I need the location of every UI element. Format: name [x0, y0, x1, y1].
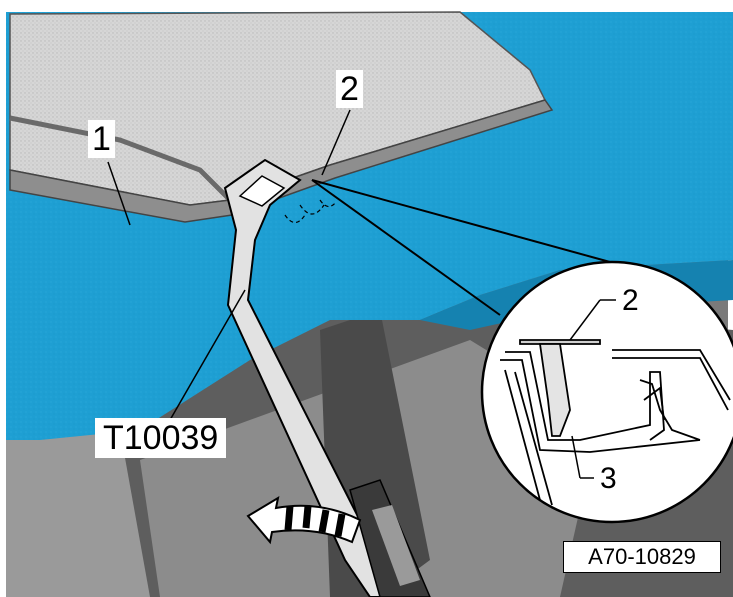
zoom-line-lower — [311, 179, 611, 263]
tool-label: T10039 — [95, 418, 227, 458]
clip-hidden-lines — [284, 199, 337, 224]
callout-detail-item-3: 3 — [600, 462, 617, 495]
leader-item-2 — [321, 109, 351, 176]
callout-item-2: 2 — [336, 70, 363, 108]
detail-view-cross-section — [500, 339, 731, 506]
tool-tip — [238, 175, 286, 207]
detail-view-circle — [480, 260, 733, 524]
callout-detail-item-2: 2 — [622, 284, 639, 317]
callout-item-1: 1 — [88, 120, 115, 158]
leader-item-1 — [107, 161, 131, 226]
leader-tool — [169, 289, 246, 421]
leader-detail-2 — [569, 299, 601, 341]
curved-arrow-left-icon — [246, 495, 362, 545]
leader-detail-3 — [571, 435, 581, 479]
interior-left-parts — [6, 430, 150, 597]
tool-handle-highlight — [372, 505, 420, 586]
reference-code: A70-10829 — [563, 541, 721, 573]
panel-seal — [9, 99, 554, 223]
seal-lip — [9, 115, 232, 202]
zoom-line-upper — [311, 179, 501, 316]
